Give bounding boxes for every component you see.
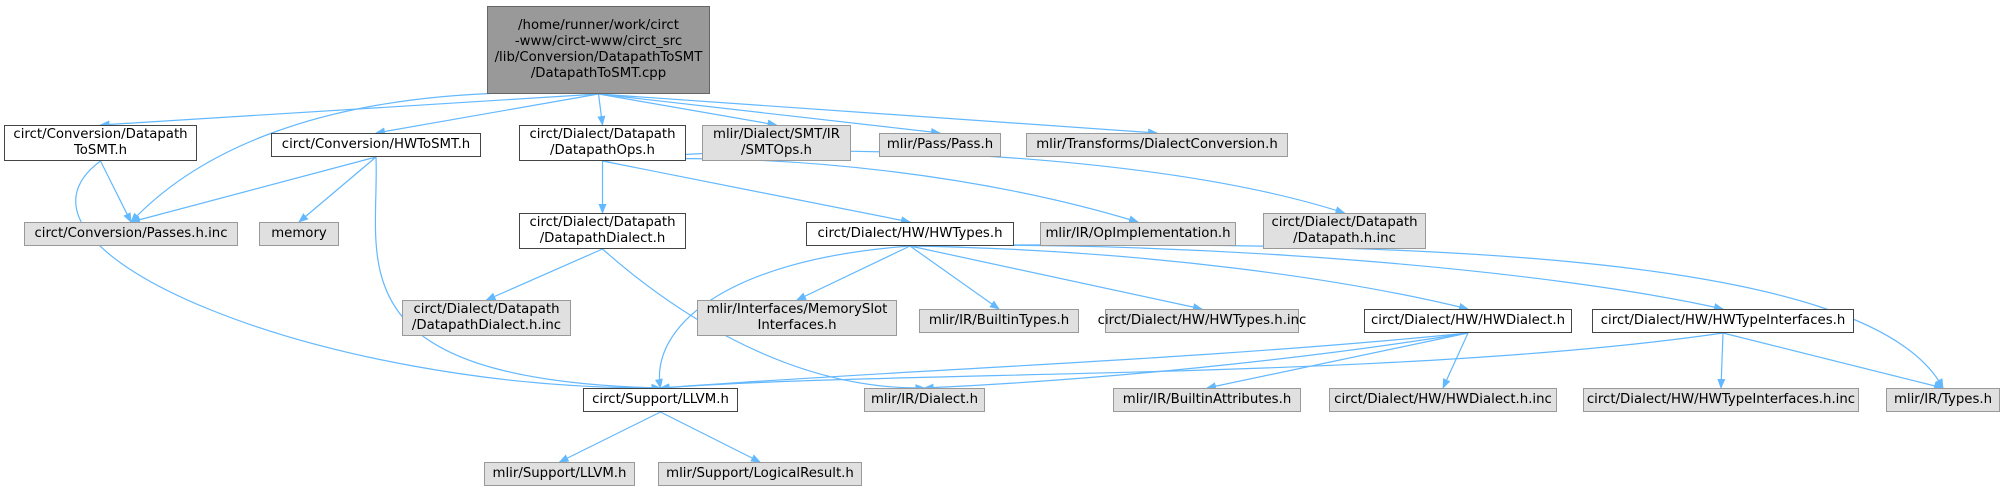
node-main[interactable]: /home/runner/work/circt-www/circt-www/ci… <box>487 6 710 94</box>
node-label-line: mlir/IR/BuiltinTypes.h <box>928 313 1070 328</box>
edge-hwdialect-to-llvm <box>659 332 1469 392</box>
node-label-line: circt/Dialect/HW/HWTypes.h <box>817 226 1003 241</box>
node-label-line: /SMTOps.h <box>740 143 812 158</box>
edge-hwtypeif-to-hwtypeifinc <box>1717 332 1726 389</box>
edge-hwtosmt-to-passesinc <box>130 156 377 224</box>
node-label-line: /lib/Conversion/DatapathToSMT <box>494 50 703 65</box>
edge-hwdialect-to-irdialect <box>923 332 1469 392</box>
node-label-line: circt/Conversion/Datapath <box>13 127 188 142</box>
node-hwtypeifinc: circt/Dialect/HW/HWTypeInterfaces.h.inc <box>1583 388 1859 412</box>
node-label-line: circt/Conversion/Passes.h.inc <box>34 226 228 241</box>
edge-hwtypes-to-hwdialect <box>909 245 1469 311</box>
node-label-line: mlir/Pass/Pass.h <box>886 137 994 152</box>
node-label-line: circt/Support/LLVM.h <box>592 392 729 407</box>
node-label-line: circt/Dialect/HW/HWDialect.h.inc <box>1334 392 1552 407</box>
edge-main-to-pass <box>598 93 941 136</box>
node-label-line: ToSMT.h <box>73 143 128 158</box>
node-hwtosmt[interactable]: circt/Conversion/HWToSMT.h <box>271 133 481 157</box>
node-label-line: mlir/Interfaces/MemorySlot <box>706 302 888 317</box>
node-hwtypesinc: circt/Dialect/HW/HWTypes.h.inc <box>1098 309 1306 333</box>
node-label-line: circt/Dialect/HW/HWTypeInterfaces.h <box>1600 313 1846 328</box>
edge-conv_dt-to-passesinc <box>99 160 132 223</box>
edge-dpdialect-to-irdialect <box>602 248 926 393</box>
edge-llvm-to-logicres <box>660 411 761 463</box>
node-label-line: mlir/IR/Types.h <box>1893 392 1993 407</box>
node-mlirllvm: mlir/Support/LLVM.h <box>484 462 635 486</box>
edge-hwtypes-to-builtintypes <box>909 245 1000 310</box>
edge-hwtypes-to-hwtypesinc <box>909 245 1203 312</box>
node-memory: memory <box>259 222 339 246</box>
node-label-line: circt/Dialect/Datapath <box>529 215 676 230</box>
node-dconv: mlir/Transforms/DialectConversion.h <box>1026 133 1288 157</box>
node-label-line: circt/Dialect/Datapath <box>1271 215 1418 230</box>
node-builtintypes: mlir/IR/BuiltinTypes.h <box>919 309 1079 333</box>
node-llvm[interactable]: circt/Support/LLVM.h <box>583 388 738 412</box>
node-irdialect: mlir/IR/Dialect.h <box>864 388 985 412</box>
edge-llvm-to-mlirllvm <box>558 411 661 463</box>
node-label-line: /home/runner/work/circt <box>518 18 679 33</box>
node-label-line: -www/circt-www/circt_src <box>514 34 683 49</box>
node-opimpl: mlir/IR/OpImplementation.h <box>1040 222 1236 246</box>
edge-main-to-dconv <box>598 93 1158 137</box>
node-label-line: circt/Dialect/HW/HWDialect.h <box>1370 313 1566 328</box>
node-label-line: circt/Conversion/HWToSMT.h <box>281 137 471 152</box>
node-label-line: mlir/IR/BuiltinAttributes.h <box>1122 392 1292 407</box>
node-label-line: mlir/IR/OpImplementation.h <box>1045 226 1231 241</box>
edge-hwtypes-to-hwtypeif <box>909 244 1724 311</box>
edge-conv_dt-to-llvm <box>75 160 662 393</box>
edge-hwtypeif-to-llvm <box>659 332 1724 392</box>
node-label-line: mlir/Dialect/SMT/IR <box>713 127 840 142</box>
node-dpdialect[interactable]: circt/Dialect/Datapath/DatapathDialect.h <box>519 213 686 249</box>
node-label-line: circt/Dialect/HW/HWTypeInterfaces.h.inc <box>1586 392 1856 407</box>
edge-dpops-to-hwtypes <box>602 160 911 225</box>
node-dpdialinc: circt/Dialect/Datapath/DatapathDialect.h… <box>402 300 571 336</box>
edge-hwtypes-to-memslot <box>796 245 911 301</box>
edge-hwdialect-to-builtinattr <box>1206 332 1469 391</box>
edges <box>75 92 1944 463</box>
node-label-line: circt/Dialect/Datapath <box>529 127 676 142</box>
node-passesinc: circt/Conversion/Passes.h.inc <box>24 222 238 246</box>
node-label-line: /DatapathDialect.h.inc <box>411 318 562 333</box>
node-label-line: mlir/Support/LLVM.h <box>492 466 627 481</box>
node-label-line: /DatapathToSMT.cpp <box>530 66 667 81</box>
edge-main-to-dpops <box>597 93 606 126</box>
node-hwdialect[interactable]: circt/Dialect/HW/HWDialect.h <box>1364 309 1572 333</box>
node-label-line: /Datapath.h.inc <box>1293 231 1396 246</box>
node-label-line: mlir/Support/LogicalResult.h <box>666 466 854 481</box>
node-smtops: mlir/Dialect/SMT/IR/SMTOps.h <box>702 125 851 161</box>
edge-dpdialect-to-dpdialinc <box>485 248 603 301</box>
node-label-line: Interfaces.h <box>757 318 837 333</box>
edge-main-to-hwtosmt <box>375 93 599 136</box>
node-label-line: circt/Dialect/HW/HWTypes.h.inc <box>1097 313 1307 328</box>
node-builtinattr: mlir/IR/BuiltinAttributes.h <box>1113 388 1301 412</box>
edge-hwtosmt-to-llvm <box>374 156 662 392</box>
edge-hwdialect-to-hwdialinc <box>1442 332 1469 389</box>
node-logicres: mlir/Support/LogicalResult.h <box>658 462 862 486</box>
node-label-line: mlir/IR/Dialect.h <box>870 392 979 407</box>
edge-main-to-smtops <box>598 93 778 128</box>
edge-hwtosmt-to-memory <box>298 156 377 223</box>
edge-hwtypeif-to-irtypes <box>1722 332 1944 390</box>
node-label-line: mlir/Transforms/DialectConversion.h <box>1036 137 1278 152</box>
node-dpinc: circt/Dialect/Datapath/Datapath.h.inc <box>1263 213 1426 249</box>
node-irtypes: mlir/IR/Types.h <box>1886 388 2000 412</box>
node-hwtypes[interactable]: circt/Dialect/HW/HWTypes.h <box>806 222 1014 246</box>
edge-main-to-conv_dt <box>99 93 599 129</box>
node-pass: mlir/Pass/Pass.h <box>879 133 1001 157</box>
node-hwdialinc: circt/Dialect/HW/HWDialect.h.inc <box>1329 388 1557 412</box>
node-dpops[interactable]: circt/Dialect/Datapath/DatapathOps.h <box>519 125 686 161</box>
node-label-line: memory <box>271 226 327 241</box>
node-label-line: /DatapathOps.h <box>550 143 655 158</box>
node-label-line: circt/Dialect/Datapath <box>413 302 560 317</box>
node-label-line: /DatapathDialect.h <box>539 231 666 246</box>
node-hwtypeif[interactable]: circt/Dialect/HW/HWTypeInterfaces.h <box>1592 309 1854 333</box>
